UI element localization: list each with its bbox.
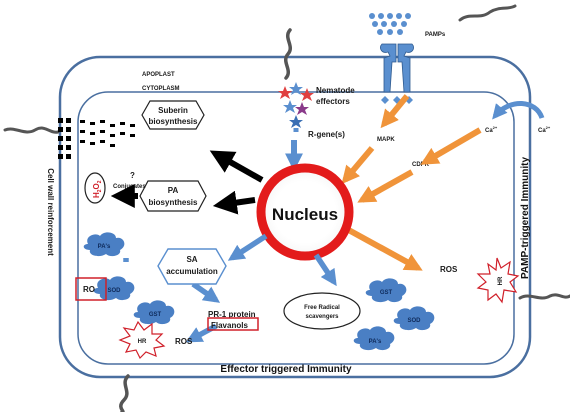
flavanols-label: Flavanols: [211, 321, 248, 330]
sod-cloud-right: SOD: [393, 306, 435, 331]
suberin-deposits: [58, 118, 135, 159]
nucleus-node: [256, 163, 354, 261]
black-arrows: [110, 150, 264, 215]
nucleus-label: Nucleus: [272, 205, 338, 224]
h2o2-node: [84, 172, 106, 204]
pamps-dots: [369, 13, 411, 35]
ros-highlight-box-left: [75, 277, 107, 301]
nematode-effectors-stars: [278, 82, 314, 128]
hr-right-label: HR: [498, 276, 504, 285]
gst-right-label: GST: [380, 290, 393, 296]
h2o2-label: H2O2: [92, 180, 103, 198]
pattern-recognition-receptor-left: [380, 43, 397, 93]
suberin-label-line1: Suberin: [158, 106, 188, 115]
cell-wall-reinforcement-label: Cell wall reinforcement: [46, 168, 55, 256]
hr-left-label: HR: [138, 339, 147, 345]
sod-right-label: SOD: [407, 318, 421, 324]
hr-burst-left: [118, 320, 166, 360]
conjugates-question: ?: [130, 171, 135, 180]
free-radical-scavengers-node: [283, 292, 361, 330]
ros-box-left-label: RO: [83, 285, 95, 294]
ros-right-label: ROS: [440, 265, 458, 274]
nematode-left: [3, 126, 60, 134]
sa-label-line1: SA: [186, 255, 197, 264]
pti-label: PAMP-triggered Immunity: [520, 157, 531, 279]
flavanols-highlight-box: [207, 317, 259, 331]
ros-left-label: ROS: [175, 337, 193, 346]
free-radical-label-line1: Free Radical: [304, 305, 340, 311]
pas-cloud-left: PA's: [83, 232, 125, 257]
sa-label-line2: accumulation: [166, 267, 218, 276]
ca-influx-arrow: [492, 101, 545, 120]
eti-label: Effector triggered Immunity: [220, 364, 352, 375]
nematode-right: [518, 293, 570, 300]
free-radical-label-line2: scavengers: [305, 314, 339, 320]
ca-outer-label: Ca2+: [538, 125, 551, 134]
nematode-effectors-label-line1: Nematode: [316, 86, 355, 95]
pr1-label: PR-1 protein: [208, 310, 256, 319]
nematode-bottom: [119, 374, 130, 412]
pas-left-label: PA's: [98, 244, 111, 250]
pa-biosynthesis-node: [139, 180, 207, 212]
conjugates-label: Conjugates: [113, 184, 146, 190]
orange-arrows: [341, 94, 482, 271]
nematode-top: [283, 28, 293, 80]
mapk-label: MAPK: [377, 137, 395, 143]
cell-wall: [58, 55, 532, 379]
gst-left-label: GST: [149, 312, 162, 318]
apoplast-label: APOPLAST: [142, 72, 175, 78]
gst-cloud-left: GST: [133, 300, 175, 325]
pa-label-line2: biosynthesis: [149, 198, 198, 207]
nematode-top-right: [458, 4, 517, 22]
cytoplasm-label: CYTOPLASM: [142, 86, 180, 92]
ca-inner-label: Ca2+: [485, 125, 498, 134]
sa-accumulation-node: [157, 248, 227, 285]
hr-burst-right: [476, 257, 520, 304]
pa-label-line1: PA: [168, 186, 179, 195]
pas-cloud-right: PA's: [353, 326, 395, 351]
pattern-recognition-receptor-right: [397, 43, 414, 93]
suberin-label-line2: biosynthesis: [149, 117, 198, 126]
r-genes-label: R-gene(s): [308, 130, 345, 139]
blue-arrows: [123, 233, 337, 343]
cdpk-label: CDPK: [412, 162, 430, 168]
sod-cloud-left: SOD: [93, 276, 135, 301]
pamps-label: PAMPs: [425, 32, 446, 38]
suberin-biosynthesis-node: [141, 100, 205, 130]
pas-right-label: PA's: [369, 339, 382, 345]
sod-left-label: SOD: [107, 288, 121, 294]
gst-cloud-right: GST: [365, 278, 407, 303]
nematode-effectors-label-line2: effectors: [316, 97, 350, 106]
